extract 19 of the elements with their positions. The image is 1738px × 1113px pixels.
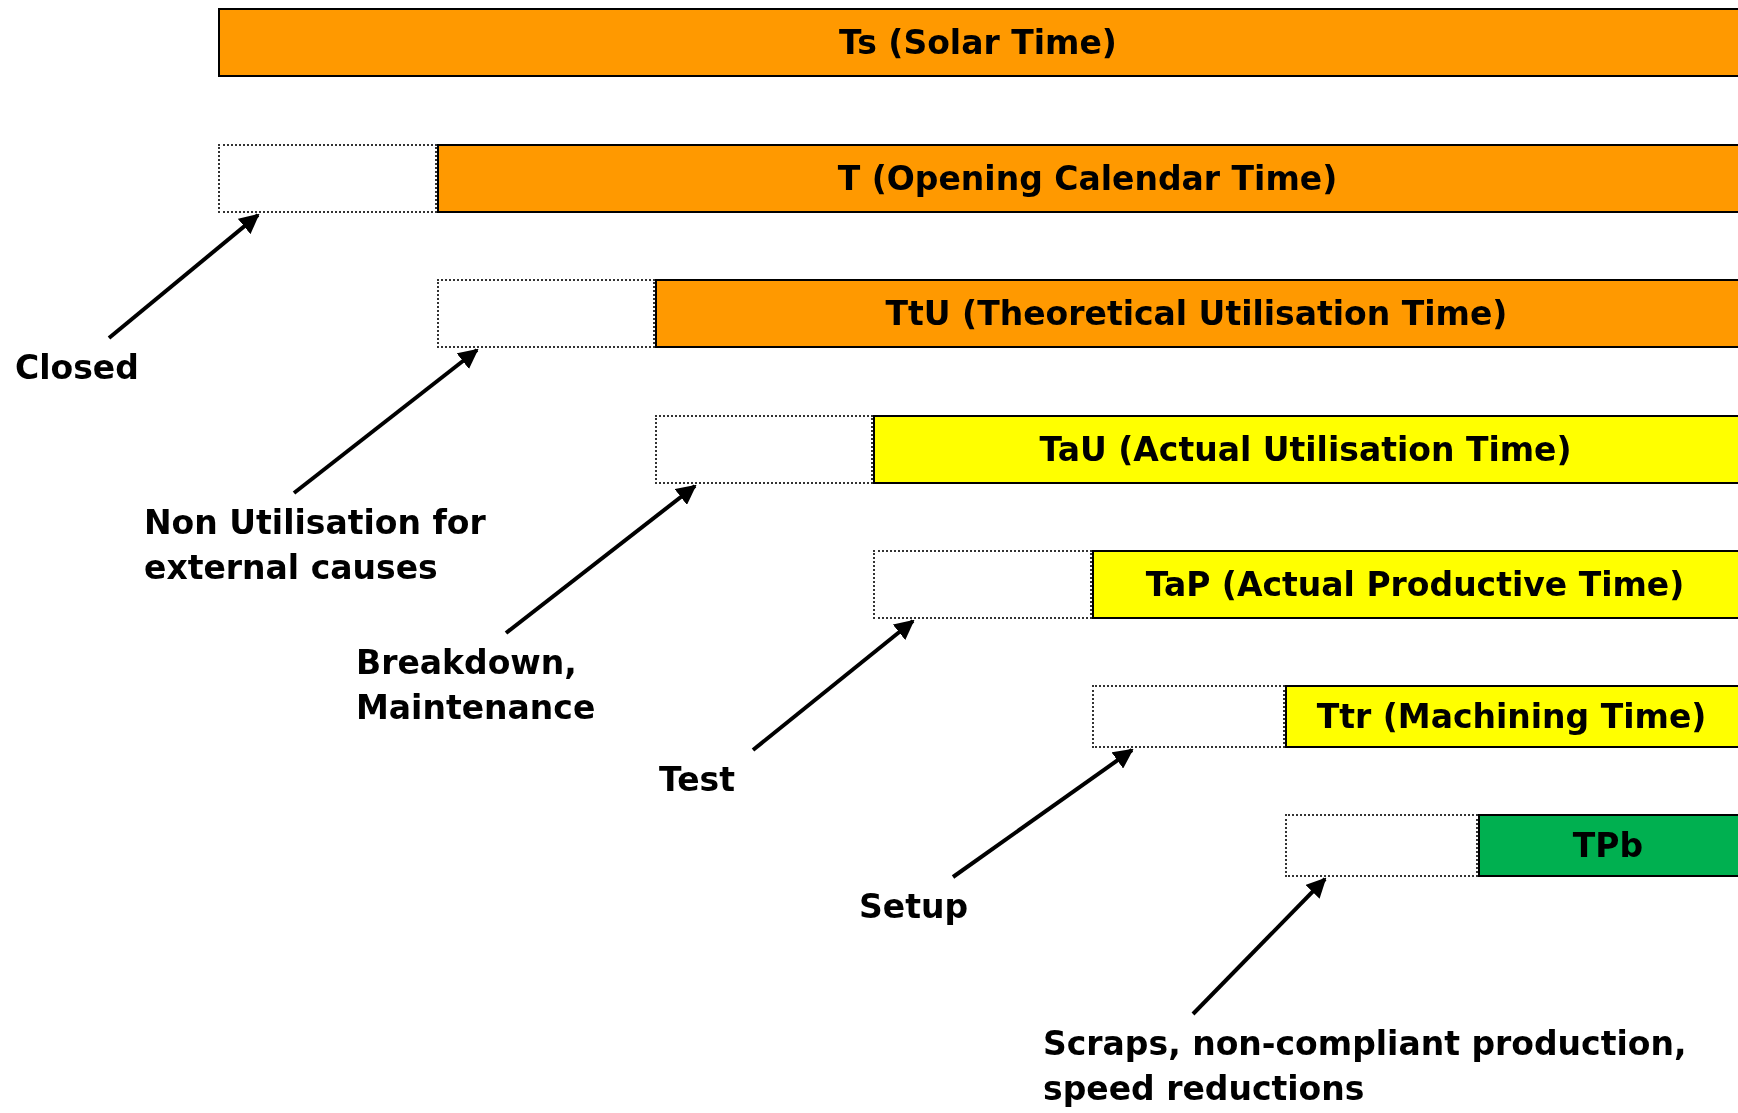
- annotation-label: Breakdown, Maintenance: [356, 640, 656, 730]
- arrow: [751, 619, 915, 752]
- time-bar: TaP (Actual Productive Time): [1092, 550, 1738, 619]
- annotation-label: Closed: [15, 345, 215, 390]
- time-bar: TtU (Theoretical Utilisation Time): [655, 279, 1738, 348]
- time-bar: TaU (Actual Utilisation Time): [873, 415, 1738, 484]
- arrow: [107, 213, 260, 340]
- annotation-label: Setup: [859, 884, 1009, 929]
- time-bar: T (Opening Calendar Time): [437, 144, 1738, 213]
- annotation-label: Non Utilisation for external causes: [144, 500, 524, 590]
- annotation-label: Scraps, non-compliant production, speed reductions: [1043, 1021, 1733, 1111]
- arrow: [292, 348, 479, 495]
- annotation-label: Test: [659, 757, 779, 802]
- time-bar: Ts (Solar Time): [218, 8, 1738, 77]
- time-bar: Ttr (Machining Time): [1285, 685, 1738, 748]
- arrow: [504, 484, 697, 635]
- arrow: [951, 748, 1134, 879]
- arrow: [1191, 877, 1327, 1016]
- time-bar: TPb: [1478, 814, 1738, 877]
